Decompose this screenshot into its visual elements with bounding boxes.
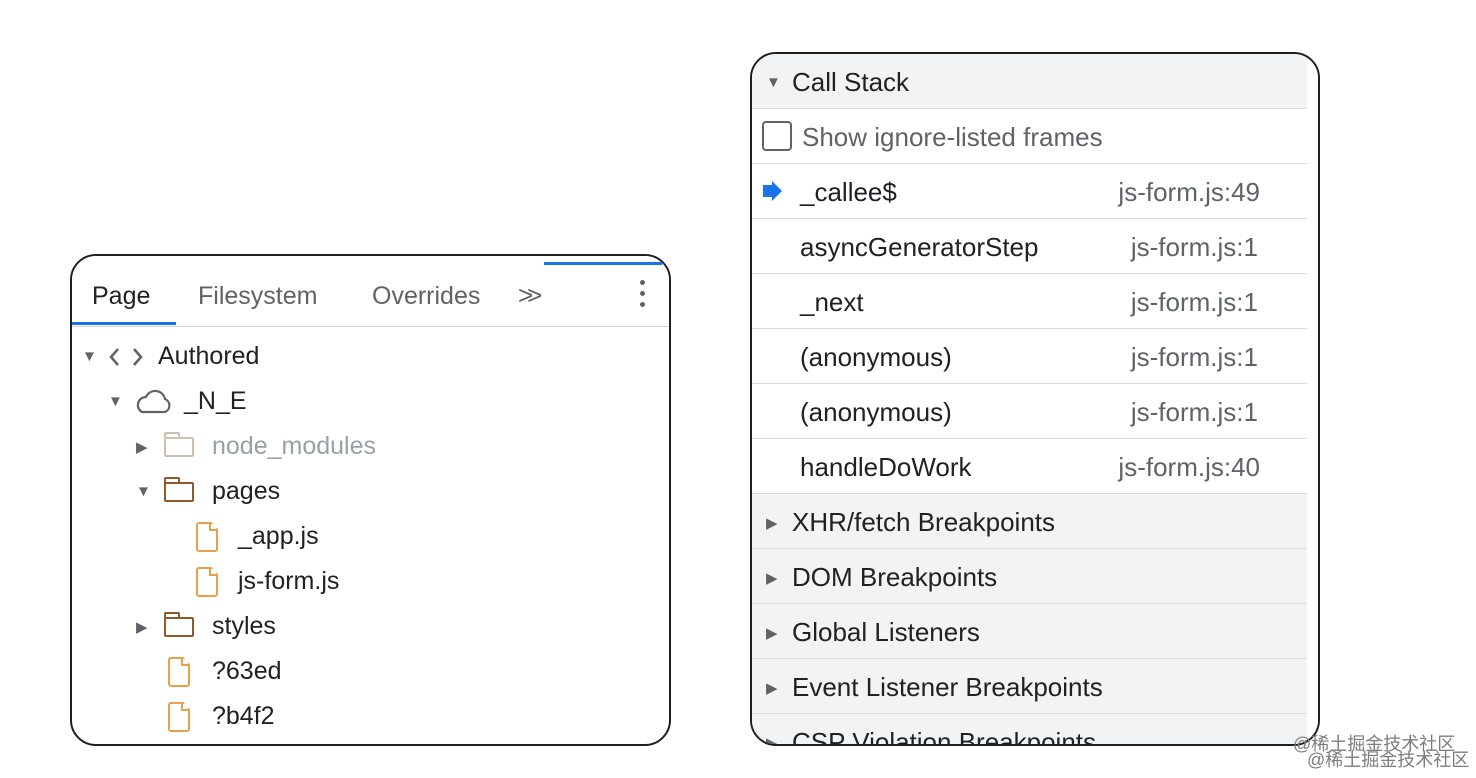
collapsed-triangle-icon[interactable]: ▶ bbox=[766, 570, 778, 587]
show-ignore-listed-checkbox[interactable] bbox=[762, 121, 792, 151]
call-frame-row[interactable]: _next js-form.js:1 bbox=[752, 274, 1307, 329]
tree-item-js-form[interactable]: js-form.js bbox=[72, 559, 669, 603]
scrollbar-track[interactable] bbox=[1307, 54, 1318, 744]
frame-name: _next bbox=[800, 287, 864, 317]
call-frame-row[interactable]: handleDoWork js-form.js:40 bbox=[752, 439, 1307, 494]
active-tab-underline bbox=[72, 322, 176, 325]
section-title: CSP Violation Breakpoints bbox=[792, 727, 1097, 746]
section-global-listeners[interactable]: ▶ Global Listeners bbox=[752, 604, 1307, 659]
tree-item-domain[interactable]: ▼ _N_E bbox=[72, 379, 669, 423]
folder-icon bbox=[163, 477, 194, 502]
section-title: Event Listener Breakpoints bbox=[792, 672, 1103, 702]
frame-name: asyncGeneratorStep bbox=[800, 232, 1039, 262]
tree-item-label: pages bbox=[212, 477, 281, 505]
frame-location[interactable]: js-form.js:1 bbox=[1130, 397, 1258, 427]
collapsed-triangle-icon[interactable]: ▶ bbox=[766, 735, 778, 746]
tree-item-app-js[interactable]: _app.js bbox=[72, 514, 669, 558]
tree-item-label: ?63ed bbox=[212, 657, 282, 685]
collapsed-triangle-icon[interactable]: ▶ bbox=[766, 680, 778, 697]
tab-overrides[interactable]: Overrides bbox=[372, 282, 481, 310]
expand-triangle-icon[interactable]: ▼ bbox=[766, 74, 781, 91]
tree-item-node-modules[interactable]: ▶ node_modules bbox=[72, 424, 669, 468]
call-frame-row[interactable]: (anonymous) js-form.js:1 bbox=[752, 329, 1307, 384]
call-stack-header[interactable]: ▼ Call Stack bbox=[752, 54, 1307, 109]
code-brackets-icon bbox=[109, 348, 143, 366]
call-frame-row[interactable]: (anonymous) js-form.js:1 bbox=[752, 384, 1307, 439]
cloud-icon bbox=[136, 389, 171, 414]
tab-filesystem[interactable]: Filesystem bbox=[198, 282, 318, 310]
section-title: DOM Breakpoints bbox=[792, 562, 998, 592]
current-frame-arrow-icon bbox=[763, 181, 782, 201]
tree-item-label: Authored bbox=[158, 342, 260, 370]
watermark-line: @稀土掘金技术社区 bbox=[1293, 734, 1456, 754]
tree-item-label: ?b4f2 bbox=[212, 702, 275, 730]
section-title: XHR/fetch Breakpoints bbox=[792, 507, 1056, 537]
tree-item-label: _N_E bbox=[184, 387, 247, 415]
section-event-listener-breakpoints[interactable]: ▶ Event Listener Breakpoints bbox=[752, 659, 1307, 714]
folder-icon bbox=[163, 432, 194, 457]
tree-item-label: node_modules bbox=[212, 432, 377, 460]
expand-triangle-icon[interactable]: ▼ bbox=[136, 483, 151, 500]
frame-name: (anonymous) bbox=[800, 342, 952, 372]
frame-location[interactable]: js-form.js:1 bbox=[1130, 287, 1258, 317]
tree-item-authored[interactable]: ▼ Authored bbox=[72, 334, 669, 378]
show-ignore-listed-row[interactable]: Show ignore-listed frames bbox=[752, 109, 1307, 164]
section-title: Call Stack bbox=[792, 67, 910, 97]
watermark: @稀土掘金技术社区 @稀土掘金技术社区 bbox=[1293, 734, 1469, 769]
frame-location[interactable]: js-form.js:49 bbox=[1118, 177, 1260, 207]
section-dom-breakpoints[interactable]: ▶ DOM Breakpoints bbox=[752, 549, 1307, 604]
collapsed-triangle-icon[interactable]: ▶ bbox=[766, 625, 778, 642]
frame-location[interactable]: js-form.js:1 bbox=[1130, 342, 1258, 372]
tree-item-b4f2[interactable]: ?b4f2 bbox=[72, 694, 669, 738]
section-csp-violation-breakpoints[interactable]: ▶ CSP Violation Breakpoints bbox=[752, 714, 1307, 746]
tab-bar-accent bbox=[544, 262, 662, 265]
checkbox-label: Show ignore-listed frames bbox=[802, 122, 1103, 152]
folder-icon bbox=[163, 612, 194, 637]
sources-navigator-panel: Page Filesystem Overrides >> ▼ Authored … bbox=[70, 254, 671, 746]
tree-item-label: styles bbox=[212, 612, 276, 640]
tab-page[interactable]: Page bbox=[92, 282, 151, 310]
tree-item-label: js-form.js bbox=[238, 567, 340, 595]
frame-name: (anonymous) bbox=[800, 397, 952, 427]
more-options-icon[interactable] bbox=[640, 280, 648, 310]
frame-location[interactable]: js-form.js:40 bbox=[1118, 452, 1260, 482]
call-frame-row[interactable]: asyncGeneratorStep js-form.js:1 bbox=[752, 219, 1307, 274]
more-tabs-chevron-icon[interactable]: >> bbox=[518, 280, 543, 310]
file-icon bbox=[196, 522, 218, 552]
collapsed-triangle-icon[interactable]: ▶ bbox=[136, 439, 148, 456]
file-icon bbox=[196, 567, 218, 597]
tree-item-pages[interactable]: ▼ pages bbox=[72, 469, 669, 513]
collapsed-triangle-icon[interactable]: ▶ bbox=[136, 619, 148, 636]
tree-item-styles[interactable]: ▶ styles bbox=[72, 604, 669, 648]
frame-name: _callee$ bbox=[800, 177, 897, 207]
frame-name: handleDoWork bbox=[800, 452, 972, 482]
section-xhr-fetch-breakpoints[interactable]: ▶ XHR/fetch Breakpoints bbox=[752, 494, 1307, 549]
expand-triangle-icon[interactable]: ▼ bbox=[108, 393, 123, 410]
file-icon bbox=[168, 702, 190, 732]
collapsed-triangle-icon[interactable]: ▶ bbox=[766, 515, 778, 532]
tree-item-63ed[interactable]: ?63ed bbox=[72, 649, 669, 693]
section-title: Global Listeners bbox=[792, 617, 980, 647]
expand-triangle-icon[interactable]: ▼ bbox=[82, 348, 97, 365]
debugger-sidebar-panel: ▼ Call Stack Show ignore-listed frames _… bbox=[750, 52, 1320, 746]
watermark-line: @稀土掘金技术社区 bbox=[1307, 750, 1470, 770]
call-frame-row[interactable]: _callee$ js-form.js:49 bbox=[752, 164, 1307, 219]
tree-item-label: _app.js bbox=[238, 522, 319, 550]
file-icon bbox=[168, 657, 190, 687]
navigator-tab-bar: Page Filesystem Overrides >> bbox=[72, 256, 669, 327]
frame-location[interactable]: js-form.js:1 bbox=[1130, 232, 1258, 262]
